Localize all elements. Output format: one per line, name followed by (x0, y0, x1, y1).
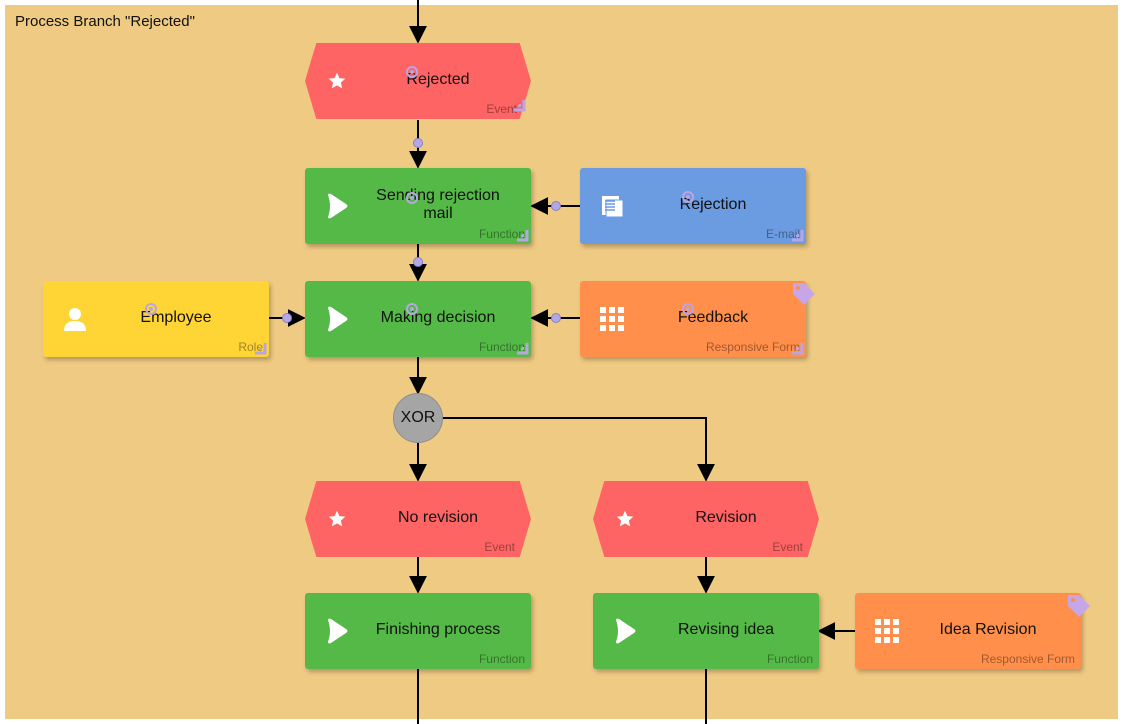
function-finishing-process[interactable]: Finishing process Function (305, 593, 531, 669)
node-label: Revising idea (677, 621, 775, 638)
responsive-form-feedback[interactable]: Feedback Responsive Form (580, 281, 806, 357)
function-sending-rejection-mail[interactable]: Sending rejection mail Function (305, 168, 531, 244)
event-no-revision[interactable]: No revision Event (305, 481, 531, 557)
grid-icon (598, 305, 626, 333)
resize-handle-icon[interactable] (515, 228, 529, 242)
connection-port[interactable] (282, 313, 292, 323)
star-icon (611, 505, 639, 533)
connection-port[interactable] (551, 313, 561, 323)
node-label: Revision (695, 509, 757, 526)
tag-icon[interactable] (1066, 593, 1092, 619)
node-type: Function (478, 227, 525, 241)
function-revising-idea[interactable]: Revising idea Function (593, 593, 819, 669)
function-making-decision[interactable]: Making decision Function (305, 281, 531, 357)
node-type: Responsive Form (980, 652, 1075, 666)
node-type: Function (478, 652, 525, 666)
node-label: No revision (397, 509, 479, 526)
node-label: Rejected (406, 71, 470, 88)
email-rejection[interactable]: Rejection E-mail (580, 168, 806, 244)
selection-ring-icon[interactable] (406, 303, 418, 315)
node-type: Event (772, 540, 803, 554)
selection-ring-icon[interactable] (406, 192, 418, 204)
play-icon (611, 617, 639, 645)
node-type: E-mail (765, 227, 800, 241)
event-rejected[interactable]: Rejected Event (305, 43, 531, 119)
node-type: Function (478, 340, 525, 354)
selection-ring-icon[interactable] (145, 303, 157, 315)
star-icon (323, 505, 351, 533)
resize-handle-icon[interactable] (790, 341, 804, 355)
node-label: Finishing process (375, 621, 501, 638)
tag-icon[interactable] (791, 281, 817, 307)
play-icon (323, 192, 351, 220)
star-icon (323, 67, 351, 95)
connection-port[interactable] (413, 138, 423, 148)
node-label: Feedback (677, 309, 749, 326)
edge-xor-to-revision (443, 417, 715, 482)
resize-handle-icon[interactable] (790, 228, 804, 242)
resize-handle-icon[interactable] (515, 341, 529, 355)
selection-ring-icon[interactable] (406, 66, 418, 78)
node-label: Idea Revision (939, 621, 1037, 638)
node-type: Function (766, 652, 813, 666)
connection-port[interactable] (413, 257, 423, 267)
connection-port[interactable] (551, 201, 561, 211)
node-type: Role (238, 340, 263, 354)
person-icon (61, 305, 89, 333)
node-type: Responsive Form (705, 340, 800, 354)
play-icon (323, 617, 351, 645)
document-icon (598, 192, 626, 220)
node-label: Employee (140, 309, 212, 326)
node-type: Event (484, 540, 515, 554)
gateway-label: XOR (400, 409, 436, 426)
node-label: Rejection (679, 196, 747, 213)
responsive-form-idea-revision[interactable]: Idea Revision Responsive Form (855, 593, 1081, 669)
swimlane-title: Process Branch "Rejected" (15, 13, 195, 30)
role-employee[interactable]: Employee Role (43, 281, 269, 357)
play-icon (323, 305, 351, 333)
resize-handle-icon[interactable] (253, 341, 267, 355)
node-type: Event (486, 102, 517, 116)
grid-icon (873, 617, 901, 645)
selection-ring-icon[interactable] (682, 303, 694, 315)
selection-ring-icon[interactable] (682, 191, 694, 203)
event-revision[interactable]: Revision Event (593, 481, 819, 557)
resize-handle-icon[interactable] (512, 98, 526, 112)
xor-gateway[interactable]: XOR (393, 393, 443, 443)
